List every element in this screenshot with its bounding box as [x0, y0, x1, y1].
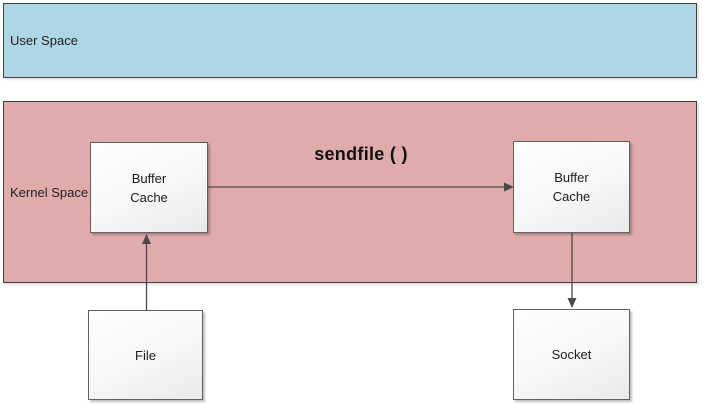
node-file: File: [88, 310, 203, 400]
node-buffer-cache-right-label: Buffer Cache: [552, 170, 591, 204]
kernel-space-label: Kernel Space: [10, 184, 89, 200]
node-buffer-cache-left-label: Buffer Cache: [130, 170, 168, 205]
node-file-label: File: [135, 347, 156, 363]
node-buffer-cache-right: Buffer Cache: [513, 141, 630, 233]
node-socket-label: Socket: [551, 347, 592, 362]
node-buffer-cache-left: Buffer Cache: [90, 142, 208, 233]
user-space-label: User Space: [10, 33, 78, 48]
user-space-band: User Space: [3, 3, 697, 78]
sendfile-call-label: sendfile ( ): [314, 144, 408, 164]
node-socket: Socket: [513, 309, 630, 400]
